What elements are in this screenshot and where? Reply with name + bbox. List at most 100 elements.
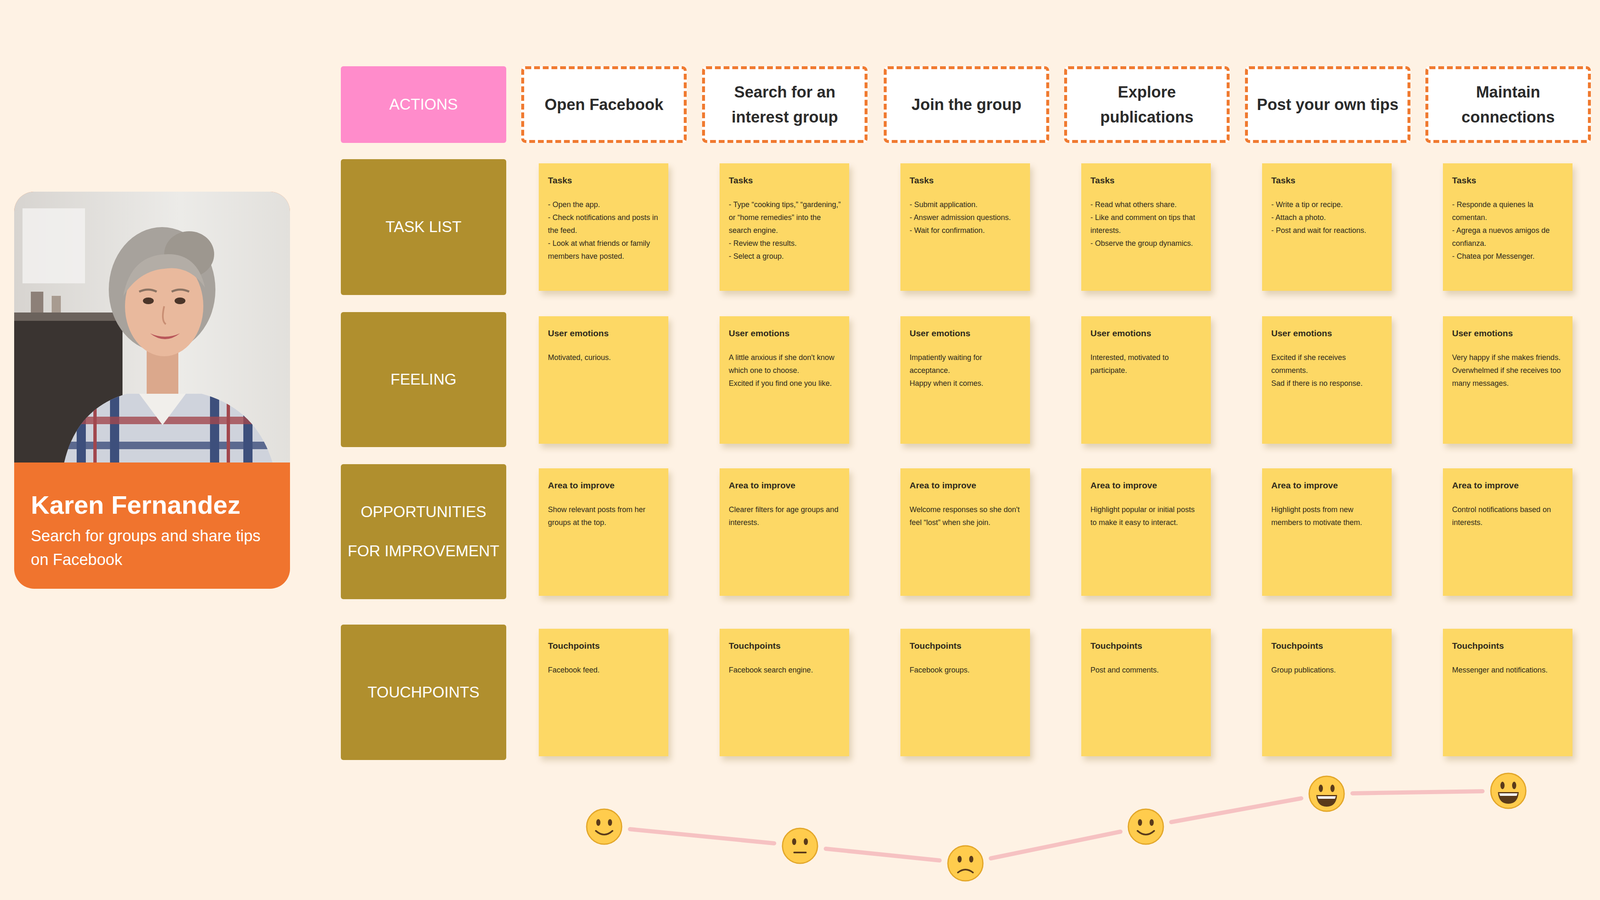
row-label: OPPORTUNITIES FOR IMPROVEMENT (346, 492, 501, 571)
face-mouth (1137, 830, 1155, 835)
jar (51, 295, 61, 313)
sticky-note: User emotionsInterested, motivated to pa… (1081, 316, 1211, 444)
stage-box: Join the group (883, 66, 1050, 143)
face-eye (1500, 781, 1505, 790)
face-mouth (1316, 795, 1338, 807)
note-heading: Area to improve (1452, 480, 1565, 491)
smile-face (1128, 809, 1164, 845)
note-item: Overwhelmed if she receives too many mes… (1452, 364, 1565, 390)
sticky-note: Area to improveClearer filters for age g… (719, 468, 850, 596)
face-eye (607, 819, 613, 826)
stage-title: Join the group (911, 92, 1022, 118)
note-item: - Observe the group dynamics. (1090, 237, 1203, 250)
sticky-note: User emotionsImpatiently waiting for acc… (900, 316, 1030, 444)
note-heading: User emotions (547, 327, 660, 339)
note-item: Clearer filters for age groups and inter… (728, 503, 841, 530)
note-item: - Open the app. (547, 198, 660, 212)
stage-title: Post your own tips (1257, 92, 1399, 118)
note-item: Group publications. (1271, 663, 1384, 677)
note-item: - Like and comment on tips that interest… (1090, 211, 1203, 238)
sticky-note: Area to improveWelcome responses so she … (900, 468, 1030, 596)
face-mouth (595, 830, 613, 835)
note-heading: Tasks (728, 175, 841, 186)
hair-fringe (123, 254, 205, 296)
face-disc (947, 845, 983, 881)
sticky-note: Tasks - Type “cooking tips,” “gardening,”… (719, 163, 850, 291)
note-item: - Review the results. (728, 237, 841, 250)
note-heading: User emotions (728, 327, 841, 339)
row-label: ACTIONS (389, 85, 458, 125)
note-heading: User emotions (909, 327, 1022, 339)
row-header: FEELING (340, 312, 507, 448)
note-item: Excited if she receives comments. (1271, 351, 1384, 378)
note-heading: Tasks (547, 175, 660, 186)
face-mouth (1497, 792, 1519, 804)
note-heading: Area to improve (909, 480, 1022, 491)
face-disc (586, 809, 622, 845)
stage-title: Explore publications (1070, 79, 1224, 130)
face-mouth (794, 851, 806, 854)
stage-title: Open Facebook (544, 92, 664, 118)
stage-title: Maintain connections (1431, 79, 1585, 130)
portrait (14, 191, 290, 463)
face-eye (803, 838, 808, 845)
lips (150, 333, 180, 340)
neutral-face (782, 828, 818, 864)
curve-segment (990, 831, 1121, 859)
row-header: ACTIONS (340, 66, 507, 143)
plaid-stripe (93, 391, 97, 463)
note-heading: Tasks (1452, 175, 1565, 186)
sticky-note: Tasks - Submit application.- Answer admis… (900, 163, 1030, 291)
note-heading: Tasks (909, 175, 1022, 186)
note-item: Highlight posts from new members to moti… (1271, 503, 1384, 530)
note-item: Very happy if she makes friends. (1452, 351, 1565, 365)
persona-name: Karen Fernandez (30, 488, 274, 522)
eye (142, 297, 154, 305)
note-item: Impatiently waiting for acceptance. (909, 351, 1022, 378)
plaid-stripe (210, 391, 220, 463)
note-item: - Agrega a nuevos amigos de confianza. (1452, 224, 1565, 250)
note-item: Messenger and notifications. (1452, 663, 1565, 677)
sticky-note: TouchpointsFacebook feed. (538, 628, 669, 757)
grin-face (1309, 776, 1345, 812)
face-teeth (1499, 793, 1518, 796)
face-eye (969, 855, 974, 863)
note-item: - Look at what friends or family members… (547, 237, 660, 263)
stage-box: Explore publications (1064, 66, 1230, 143)
note-item: - Write a tip or recipe. (1271, 198, 1384, 212)
jar (30, 291, 44, 313)
note-heading: Touchpoints (909, 640, 1022, 652)
sticky-note: Area to improveHighlight posts from new … (1262, 468, 1392, 596)
note-item: Motivated, curious. (547, 351, 660, 365)
note-item: Show relevant posts from her groups at t… (547, 503, 660, 530)
note-item: - Check notifications and posts in the f… (547, 211, 660, 238)
face-eye (1512, 781, 1517, 790)
note-heading: Tasks (1271, 175, 1384, 186)
stage-box: Open Facebook (521, 66, 687, 143)
collar (139, 393, 186, 425)
stage-title: Search for an interest group (708, 79, 862, 130)
frown-face (947, 845, 983, 881)
sticky-note: Tasks- Responde a quienes la comentan.- … (1442, 163, 1573, 291)
window-light (22, 208, 85, 284)
face-eye (596, 819, 601, 826)
persona-photo (14, 191, 290, 463)
face-disc (1309, 776, 1345, 812)
eyebrow (171, 289, 190, 292)
row-header: TOUCHPOINTS (340, 624, 507, 760)
note-item: - Answer admission questions. (909, 211, 1022, 225)
sticky-note: Tasks- Read what others share.- Like and… (1081, 163, 1211, 291)
smile-face (586, 809, 622, 845)
nose (162, 306, 166, 325)
stage-box: Maintain connections (1425, 66, 1591, 143)
note-item: Facebook search engine. (728, 663, 841, 677)
note-item: - Post and wait for reactions. (1271, 224, 1384, 238)
plaid-stripe (55, 441, 290, 450)
sticky-note: Tasks - Open the app.- Check notification… (538, 163, 669, 291)
sticky-note: TouchpointsGroup publications. (1262, 628, 1392, 757)
sticky-note: User emotionsVery happy if she makes fri… (1442, 316, 1573, 444)
neck (146, 350, 179, 400)
note-item: Highlight popular or initial posts to ma… (1090, 503, 1203, 530)
note-item: - Type “cooking tips,” “gardening,” or “… (728, 198, 841, 238)
note-item: - Submit application. (909, 198, 1022, 212)
